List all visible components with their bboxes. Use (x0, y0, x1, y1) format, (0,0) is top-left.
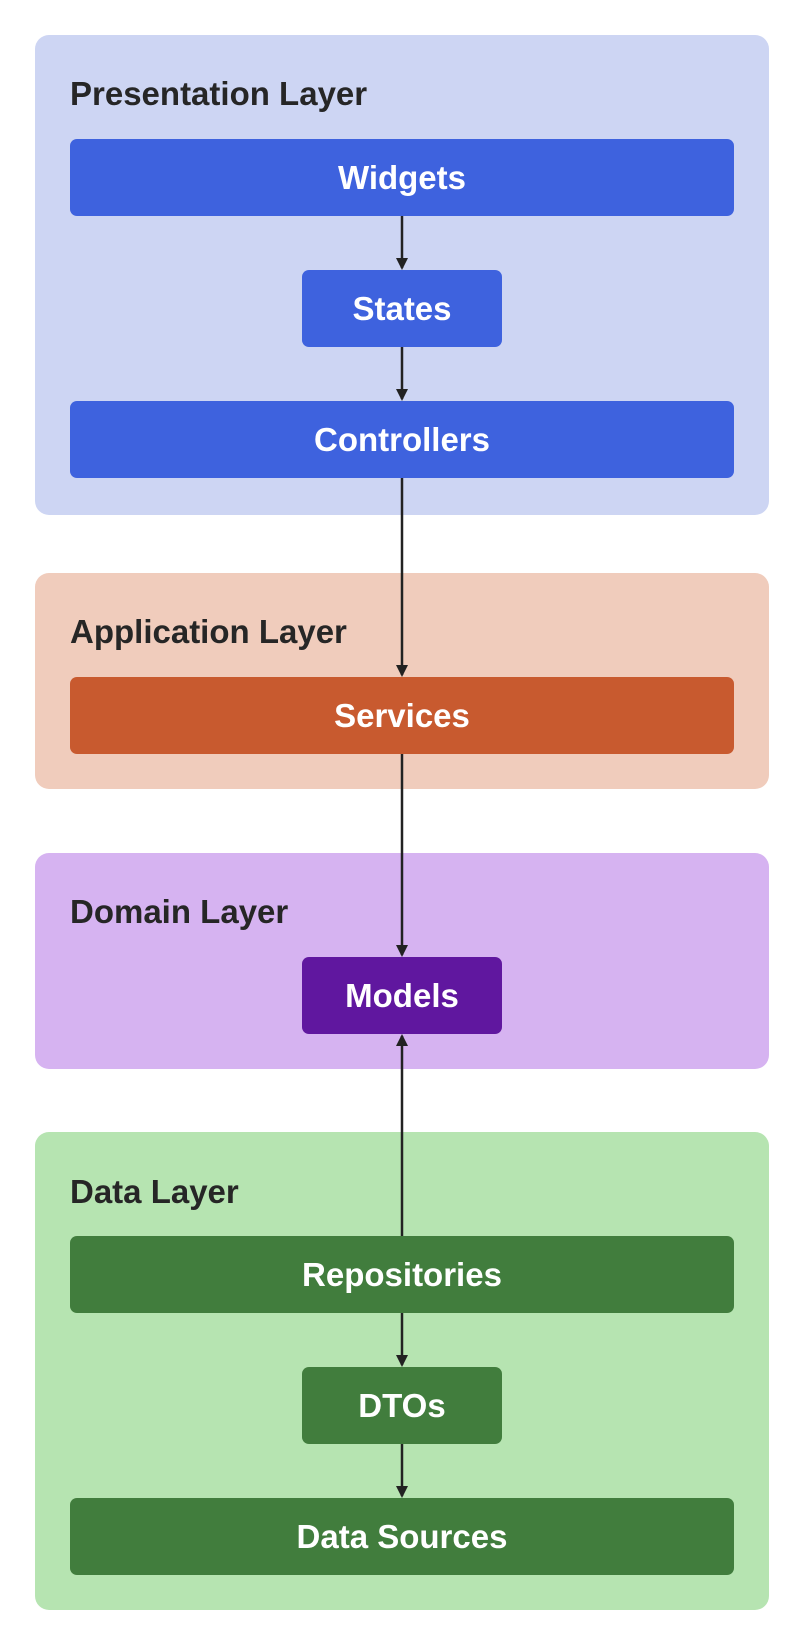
presentation-layer-title: Presentation Layer (70, 75, 368, 112)
services-node[interactable]: Services (70, 677, 734, 754)
domain-layer-title: Domain Layer (70, 893, 289, 930)
states-node[interactable]: States (302, 270, 502, 347)
application-layer-title: Application Layer (70, 613, 347, 650)
widgets-node[interactable]: Widgets (70, 139, 734, 216)
data-sources-node[interactable]: Data Sources (70, 1498, 734, 1575)
data-layer-title: Data Layer (70, 1173, 239, 1210)
models-node[interactable]: Models (302, 957, 502, 1034)
dtos-node[interactable]: DTOs (302, 1367, 502, 1444)
controllers-node[interactable]: Controllers (70, 401, 734, 478)
repositories-node[interactable]: Repositories (70, 1236, 734, 1313)
